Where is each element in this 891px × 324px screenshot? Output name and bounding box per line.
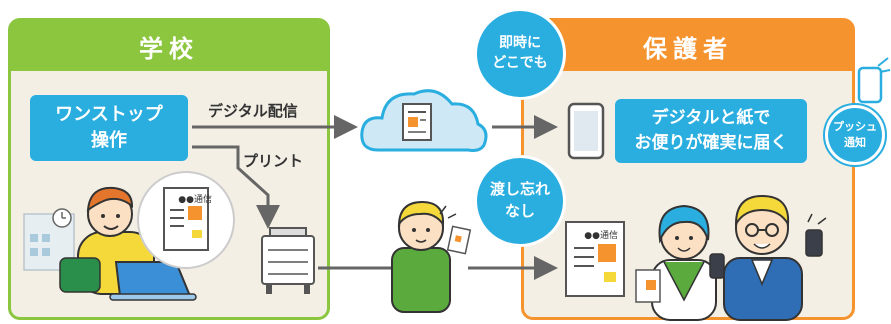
push-phone-icon [857, 57, 891, 104]
instant-anywhere-text: 即時に どこでも [492, 35, 548, 71]
no-forgetting-text: 渡し忘れ なし [489, 180, 550, 220]
school-title: 学校 [11, 21, 327, 71]
teacher-illustration [59, 186, 197, 301]
school-notice-icon [137, 171, 235, 269]
phone-icon [567, 102, 605, 160]
parent-paper-notice-icon [565, 221, 625, 297]
printer-icon [261, 227, 315, 294]
cloud-icon [360, 89, 488, 152]
child-illustration [391, 200, 472, 313]
parents-illustration [635, 194, 827, 321]
parent-title: 保護者 [524, 21, 852, 71]
instant-anywhere-badge: 即時に どこでも [474, 8, 566, 100]
one-stop-operation-text: ワンストップ 操作 [55, 103, 163, 151]
arrow-print [192, 145, 280, 229]
push-notification-badge: プッシュ 通知 [823, 103, 887, 167]
digital-delivery-label: デジタル配信 [208, 102, 298, 120]
one-stop-operation-box: ワンストップ 操作 [30, 95, 188, 161]
no-forgetting-badge: 渡し忘れ なし [474, 155, 566, 247]
print-label: プリント [243, 152, 304, 170]
delivery-message-box: デジタルと紙で お便りが確実に届く [615, 99, 807, 163]
delivery-message-text: デジタルと紙で お便りが確実に届く [634, 108, 788, 153]
push-notification-text: プッシュ 通知 [833, 119, 877, 150]
push-notification-inner: プッシュ 通知 [828, 108, 882, 162]
school-notice-label: ●●通信 [178, 193, 212, 205]
parent-notice-label: ●●通信 [584, 229, 618, 241]
